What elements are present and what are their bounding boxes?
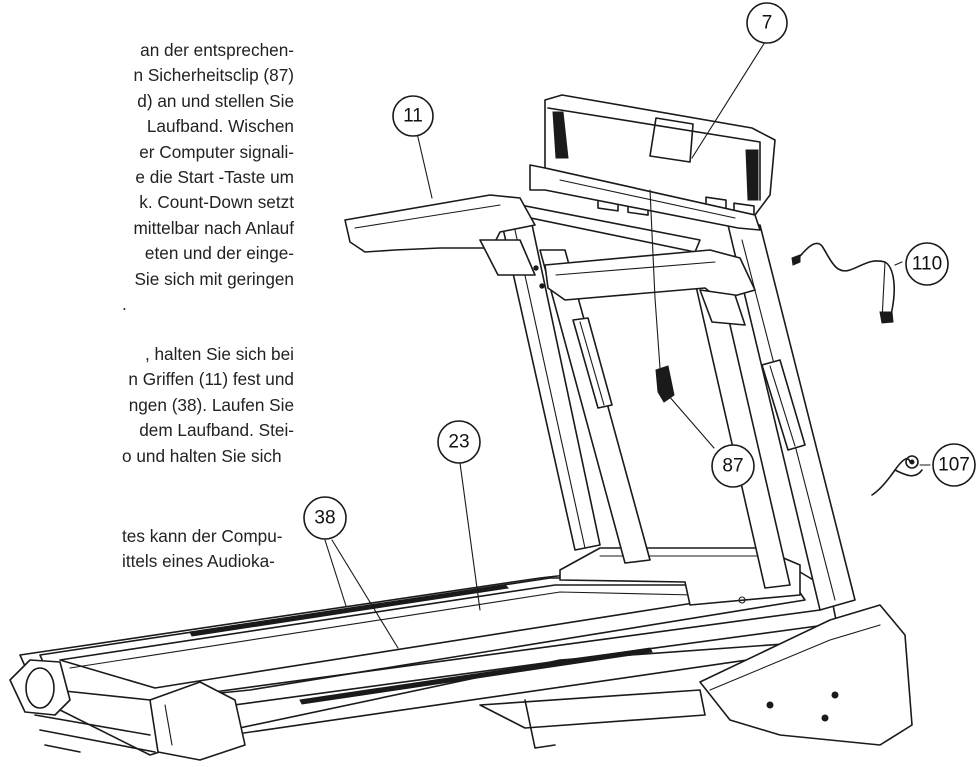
- callout-110: 110: [905, 242, 949, 286]
- text-line: n Griffen (11) fest und: [128, 369, 294, 390]
- text-line: d) an und stellen Sie: [137, 90, 294, 111]
- text-line: eten und der einge-: [144, 243, 294, 264]
- text-line: , halten Sie sich bei: [144, 344, 294, 364]
- treadmill-base: [9, 547, 913, 761]
- callout-label: 107: [938, 455, 970, 476]
- callout-7: 7: [746, 2, 788, 44]
- callout-11: 11: [392, 95, 434, 137]
- text-line: Laufband. Wischen: [146, 116, 294, 137]
- text-line: Sie sich mit geringen: [134, 268, 294, 289]
- callout-38: 38: [303, 496, 347, 540]
- text-line: ittels eines Audioka-: [122, 551, 275, 572]
- treadmill-console: [529, 94, 776, 231]
- text-line: .: [122, 294, 127, 315]
- text-line: n Sicherheitsclip (87): [133, 65, 295, 86]
- text-line: tes kann der Compu-: [122, 526, 283, 546]
- callout-label: 7: [762, 13, 773, 34]
- text-line: o und halten Sie sich: [122, 445, 282, 466]
- text-line: an der entsprechen-: [140, 40, 294, 60]
- instruction-paragraph-1: an der entsprechen- n Sicherheitsclip (8…: [0, 38, 294, 317]
- treadmill-handrails: [344, 194, 756, 326]
- text-line: e die Start -Taste um: [135, 167, 294, 188]
- callout-87: 87: [711, 444, 755, 488]
- callout-107: 107: [932, 443, 976, 487]
- instruction-paragraph-2: , halten Sie sich bei n Griffen (11) fes…: [0, 342, 294, 469]
- treadmill-uprights: [499, 214, 856, 611]
- text-line: mittelbar nach Anlauf: [133, 217, 294, 238]
- audio-cable: [791, 242, 895, 324]
- callout-label: 23: [448, 432, 469, 453]
- callout-23: 23: [437, 420, 481, 464]
- text-line: dem Laufband. Stei-: [139, 420, 294, 441]
- instruction-paragraph-3: tes kann der Compu- ittels eines Audioka…: [0, 524, 294, 575]
- text-line: k. Count-Down setzt: [139, 192, 294, 213]
- safety-clip: [649, 189, 675, 403]
- callout-leaders: [324, 41, 931, 649]
- text-line: ngen (38). Laufen Sie: [128, 394, 294, 415]
- callout-label: 110: [912, 254, 942, 275]
- text-line: er Computer signali-: [139, 141, 294, 162]
- callout-label: 87: [722, 456, 743, 477]
- callout-label: 38: [314, 508, 335, 529]
- callout-label: 11: [403, 106, 423, 127]
- power-cable: [871, 455, 923, 496]
